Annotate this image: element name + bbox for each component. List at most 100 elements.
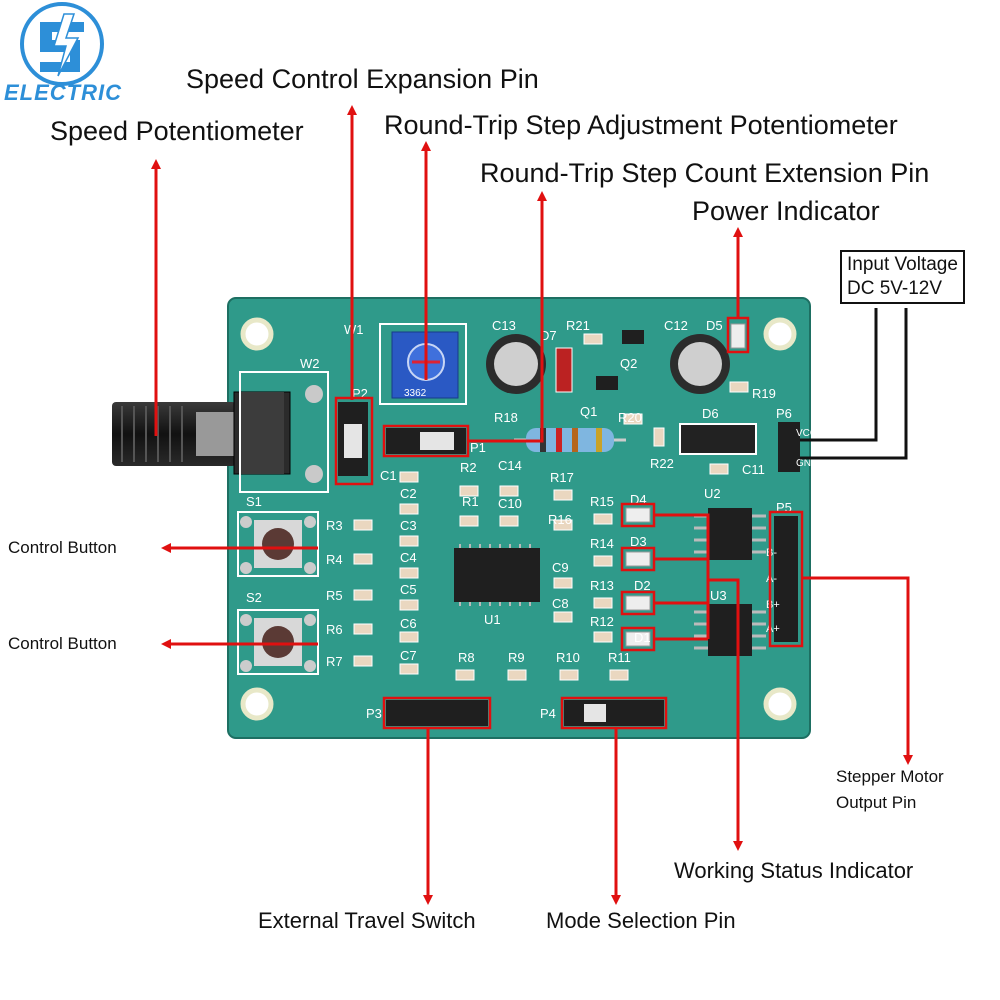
- silk-s2: S2: [246, 590, 262, 605]
- silk-r21: R21: [566, 318, 590, 333]
- silk-c4: C4: [400, 550, 417, 565]
- silk-r15: R15: [590, 494, 614, 509]
- header-p6: [778, 422, 800, 472]
- silk-c5: C5: [400, 582, 417, 597]
- silk-w2: W2: [300, 356, 320, 371]
- silk-c8: C8: [552, 596, 569, 611]
- mounting-holes: [240, 317, 797, 721]
- speed-potentiometer: [112, 371, 329, 493]
- silk-r3: R3: [326, 518, 343, 533]
- silk-c10: C10: [498, 496, 522, 511]
- silk-d6: D6: [702, 406, 719, 421]
- label-stepper-motor-output-pin: Stepper Motor Output Pin: [836, 764, 944, 816]
- silk-d1: D1: [634, 630, 651, 645]
- silk-r6: R6: [326, 622, 343, 637]
- silk-q2: Q2: [620, 356, 637, 371]
- header-p2: [338, 402, 368, 476]
- header-p1: [386, 428, 466, 454]
- label-control-button-2: Control Button: [8, 634, 117, 653]
- logo-emblem-icon: [20, 2, 104, 86]
- silk-r18: R18: [494, 410, 518, 425]
- capacitors-electrolytic: [486, 334, 730, 394]
- label-round-trip-step-count-extension-pin: Round-Trip Step Count Extension Pin: [480, 158, 930, 188]
- silk-u1: U1: [484, 612, 501, 627]
- silk-r14: R14: [590, 536, 614, 551]
- silk-d3: D3: [630, 534, 647, 549]
- silk-r7: R7: [326, 654, 343, 669]
- silk-c2: C2: [400, 486, 417, 501]
- power-led-d5: [730, 323, 746, 349]
- silk-c1: C1: [380, 468, 397, 483]
- silk-c3: C3: [400, 518, 417, 533]
- silk-c11: C11: [742, 462, 765, 477]
- smd-parts: [353, 333, 749, 681]
- silk-u3: U3: [710, 588, 727, 603]
- label-control-button-1: Control Button: [8, 538, 117, 557]
- stepper-motor-line2: Output Pin: [836, 793, 917, 812]
- label-external-travel-switch: External Travel Switch: [258, 908, 476, 933]
- arrow-round-trip-pin: [468, 191, 547, 443]
- buttons: [237, 511, 319, 675]
- silk-pot-code: 3362: [404, 388, 427, 399]
- label-input-voltage: Input Voltage DC 5V-12V: [840, 250, 965, 304]
- silk-r5: R5: [326, 588, 343, 603]
- silk-r17: R17: [550, 470, 574, 485]
- silk-p6: P6: [776, 406, 792, 421]
- silk-p3: P3: [366, 706, 382, 721]
- annotation-arrows: [151, 105, 913, 905]
- silk-r8: R8: [458, 650, 475, 665]
- transistors: [596, 330, 644, 390]
- silk-s1: S1: [246, 494, 262, 509]
- silk-r2: R2: [460, 460, 477, 475]
- status-leds: [625, 507, 651, 647]
- silk-r16: R16: [548, 512, 572, 527]
- logo-text: ELECTRIC: [4, 80, 122, 105]
- header-p5: [774, 516, 798, 642]
- silk-p4: P4: [540, 706, 556, 721]
- pcb-board: [112, 297, 811, 739]
- silkscreen-labels: W1 W2 P2 P1 P3 P4 P5 P6 S1 S2 U1 U2 U3 C…: [246, 318, 818, 721]
- arrow-stepper-output: [802, 576, 913, 765]
- silk-c12: C12: [664, 318, 688, 333]
- label-working-status-indicator: Working Status Indicator: [674, 858, 914, 883]
- silk-p1: P1: [470, 440, 486, 455]
- silk-r19: R19: [752, 386, 776, 401]
- silk-d7: D7: [540, 328, 557, 343]
- brand-logo: ELECTRIC: [0, 0, 130, 110]
- header-p3: [386, 700, 488, 726]
- silk-w1: W1: [344, 322, 364, 337]
- diode-d7: [555, 347, 573, 393]
- diode-d6: [679, 423, 757, 455]
- silk-c7: C7: [400, 648, 417, 663]
- silk-b-plus: B+: [766, 599, 780, 611]
- label-round-trip-step-adjustment-potentiometer: Round-Trip Step Adjustment Potentiometer: [384, 110, 898, 140]
- silk-r1: R1: [462, 494, 479, 509]
- silk-q1: Q1: [580, 404, 597, 419]
- silk-c9: C9: [552, 560, 569, 575]
- silk-r4: R4: [326, 552, 343, 567]
- label-power-indicator: Power Indicator: [692, 196, 880, 226]
- silk-r20: R20: [618, 410, 642, 425]
- silk-d5: D5: [706, 318, 723, 333]
- silk-r10: R10: [556, 650, 580, 665]
- silk-r12: R12: [590, 614, 614, 629]
- input-voltage-line1: Input Voltage: [847, 254, 958, 275]
- silk-r11: R11: [608, 650, 631, 665]
- silk-b-minus: B-: [766, 547, 777, 559]
- label-mode-selection-pin: Mode Selection Pin: [546, 908, 736, 933]
- input-voltage-lines: [800, 308, 908, 460]
- silk-a-plus: A+: [766, 623, 780, 635]
- silk-c14: C14: [498, 458, 522, 473]
- silk-u2: U2: [704, 486, 721, 501]
- silk-r9: R9: [508, 650, 525, 665]
- stepper-motor-line1: Stepper Motor: [836, 767, 944, 786]
- silk-r22: R22: [650, 456, 674, 471]
- chip-u1: [454, 544, 540, 606]
- label-speed-potentiometer: Speed Potentiometer: [50, 116, 304, 146]
- silk-d2: D2: [634, 578, 651, 593]
- silk-c6: C6: [400, 616, 417, 631]
- header-p4: [564, 700, 664, 726]
- silk-c13: C13: [492, 318, 516, 333]
